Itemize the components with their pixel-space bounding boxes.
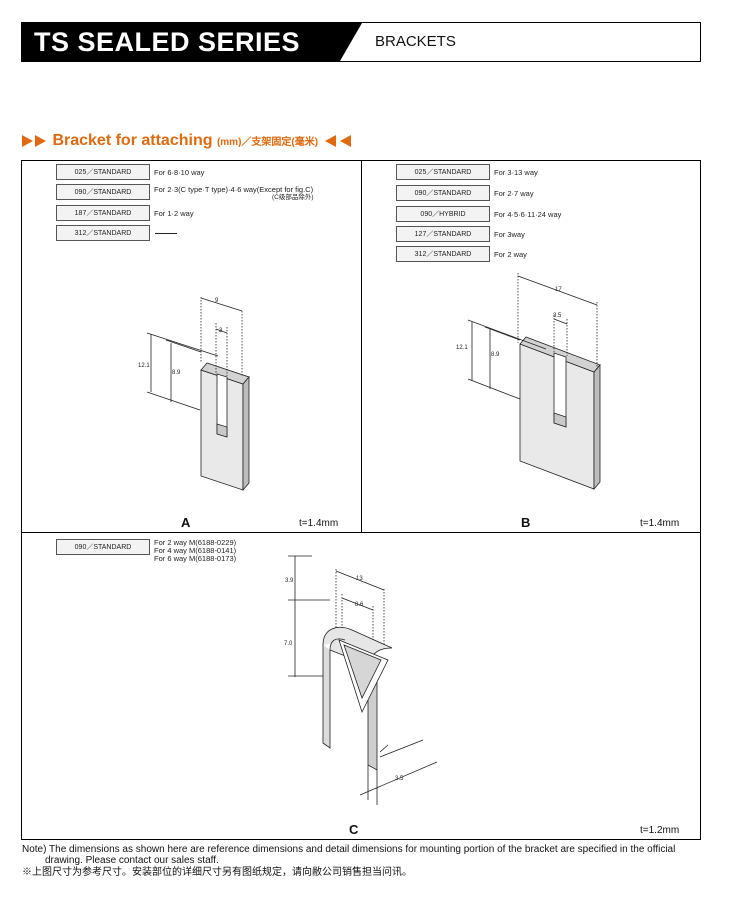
section-units: (mm)／支架固定(毫米) <box>216 137 319 148</box>
arrow-right-icon <box>35 134 46 147</box>
part-desc: For 2·7 way <box>494 189 534 198</box>
empty-dash <box>155 233 177 234</box>
note-en-line1: Note) The dimensions as shown here are r… <box>22 844 676 855</box>
part-desc: For 2 way M(6188-0229) <box>154 538 237 547</box>
part-code: 090／STANDARD <box>396 185 490 201</box>
figure-label-c: C <box>349 822 359 837</box>
series-title: TS SEALED SERIES <box>22 23 340 61</box>
part-code: 312／STANDARD <box>56 225 150 241</box>
thickness-a: t=1.4mm <box>299 518 339 529</box>
dim-c-inner: 8.6 <box>355 602 364 608</box>
section-title: Bracket for attaching (mm)／支架固定(毫米) <box>22 130 353 152</box>
vertical-divider <box>361 160 362 532</box>
page-header: TS SEALED SERIES BRACKETS <box>21 22 701 62</box>
part-desc: For 4 way M(6188-0141) <box>154 546 237 555</box>
thickness-b: t=1.4mm <box>640 518 680 529</box>
part-code: 312／STANDARD <box>396 246 490 262</box>
dim-a-slot: 3 <box>219 328 223 334</box>
dim-a-h1: 12.1 <box>138 363 150 369</box>
part-code: 025／STANDARD <box>396 164 490 180</box>
part-desc: For 1·2 way <box>154 209 194 218</box>
part-desc: For 2 way <box>494 250 527 259</box>
section-title-text: Bracket for attaching <box>52 132 213 149</box>
dim-a-width: 9 <box>215 298 219 304</box>
thickness-c: t=1.2mm <box>640 825 680 836</box>
dim-c-top: 13 <box>356 576 363 582</box>
part-desc: For 6 way M(6188-0173) <box>154 554 237 563</box>
part-desc: For 3·13 way <box>494 168 538 177</box>
note-en-line2: drawing. Please contact our sales staff. <box>45 855 219 866</box>
figure-label-a: A <box>181 515 191 530</box>
dim-c-bottom: 3.5 <box>395 776 404 782</box>
part-code: 187／STANDARD <box>56 205 150 221</box>
arrow-left-icon <box>339 134 351 147</box>
dim-b-h2: 8.9 <box>491 352 500 358</box>
part-code: 090／STANDARD <box>56 184 150 200</box>
dim-b-slot: 3.5 <box>553 313 562 319</box>
dim-b-h1: 12.1 <box>456 345 468 351</box>
part-desc: For 2·3(C type·T type)·4·6 way(Except fo… <box>154 185 314 194</box>
part-code: 025／STANDARD <box>56 164 150 180</box>
part-desc-cn: (C级部品除外) <box>272 194 314 201</box>
horizontal-divider <box>21 532 701 533</box>
arrow-right-icon <box>22 134 33 147</box>
part-code: 090／STANDARD <box>56 539 150 555</box>
part-code: 090／HYBRID <box>396 206 490 222</box>
part-code: 127／STANDARD <box>396 226 490 242</box>
dim-a-h2: 8.9 <box>172 370 181 376</box>
dim-b-width: 17 <box>555 287 562 293</box>
header-notch <box>340 23 362 61</box>
note-cn: ※上图尺寸为参考尺寸。安装部位的详细尺寸另有图纸规定，请向敝公司销售担当问讯。 <box>22 867 412 878</box>
figure-label-b: B <box>521 515 531 530</box>
dim-c-d1: 3.9 <box>285 578 294 584</box>
part-desc: For 4·5·6·11·24 way <box>494 210 562 219</box>
dim-c-d2: 7.0 <box>284 641 293 647</box>
arrow-left-icon <box>324 134 336 147</box>
part-desc: For 3way <box>494 230 525 239</box>
category-title: BRACKETS <box>375 33 456 50</box>
part-desc: For 6·8·10 way <box>154 168 205 177</box>
